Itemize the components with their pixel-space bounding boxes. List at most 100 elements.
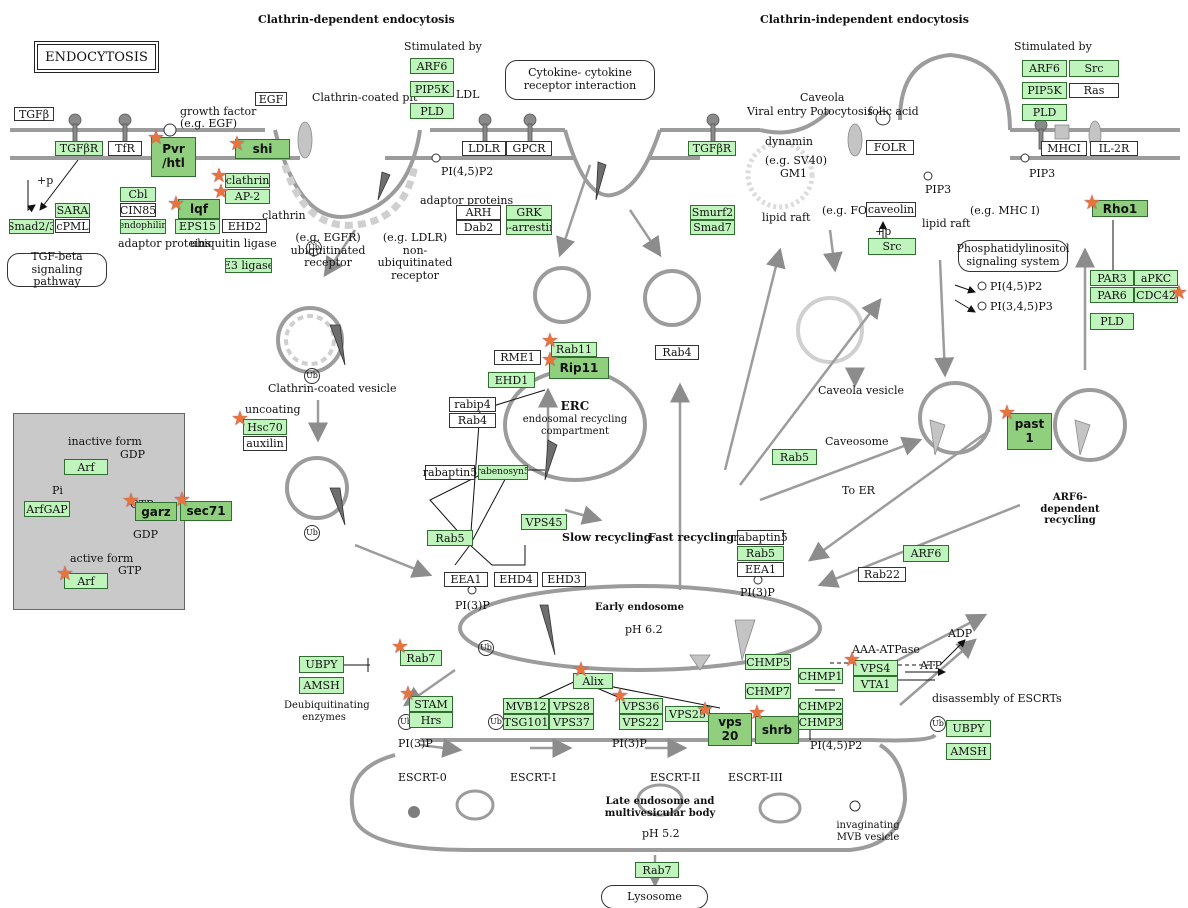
gene-shrb[interactable]: shrb — [755, 716, 799, 744]
gene-rabaptin5-left[interactable]: rabaptin5 — [422, 465, 478, 480]
gene-rabenosyn5[interactable]: rabenosyn5 — [478, 465, 528, 480]
gene-arfgap[interactable]: ArfGAP — [24, 501, 70, 517]
gene-ehd4[interactable]: EHD4 — [494, 572, 538, 587]
gene-endophilin[interactable]: endophilin — [120, 219, 166, 234]
gene-rab5-right[interactable]: Rab5 — [737, 546, 784, 561]
gene-vps45[interactable]: VPS45 — [521, 514, 567, 530]
gene-rab7-top[interactable]: Rab7 — [400, 650, 442, 666]
gene-vps20[interactable]: vps 20 — [708, 713, 752, 746]
gene-rab11[interactable]: Rab11 — [551, 342, 597, 357]
gene-rab5-mid[interactable]: Rab5 — [772, 449, 817, 465]
gene-rab22[interactable]: Rab22 — [858, 567, 906, 582]
gene-cdc42[interactable]: CDC42 — [1134, 287, 1178, 303]
gene-smurf2[interactable]: Smurf2 — [690, 205, 735, 220]
gene-arf6-lower[interactable]: ARF6 — [903, 545, 949, 562]
gene-chmp2[interactable]: CHMP2 — [798, 698, 843, 714]
phosphatidylinositol-link[interactable]: Phosphatidylinositol signaling system — [956, 240, 1070, 272]
gene-tgfbr-right[interactable]: TGFβR — [688, 141, 736, 156]
gene-stam[interactable]: STAM — [409, 696, 453, 712]
gene-smad7[interactable]: Smad7 — [690, 220, 735, 235]
gene-eea1-left[interactable]: EEA1 — [444, 572, 488, 587]
gene-arf-top[interactable]: Arf — [64, 459, 108, 475]
gene-vps25[interactable]: VPS25 — [665, 706, 710, 722]
gene-rab4-top[interactable]: Rab4 — [655, 345, 699, 360]
gene-ldlr[interactable]: LDLR — [462, 141, 506, 156]
gene-auxilin[interactable]: auxilin — [243, 436, 287, 451]
gene-tfr[interactable]: TfR — [108, 141, 142, 156]
gene-tgfb[interactable]: TGFβ — [14, 107, 54, 121]
gene-ubpy-left[interactable]: UBPY — [299, 656, 344, 673]
gene-barrestin[interactable]: β-arrestin — [506, 220, 552, 235]
gene-cpml[interactable]: cPML — [55, 219, 90, 233]
gene-par3[interactable]: PAR3 — [1090, 270, 1134, 286]
gene-pld-par[interactable]: PLD — [1090, 313, 1134, 330]
gene-chmp7[interactable]: CHMP7 — [745, 683, 791, 699]
lysosome-link[interactable]: Lysosome — [601, 885, 708, 908]
gene-e3-ligase[interactable]: E3 ligase — [225, 258, 272, 273]
gene-src-right[interactable]: Src — [1069, 60, 1119, 77]
gene-hrs[interactable]: Hrs — [409, 712, 453, 728]
gene-rip11[interactable]: Rip11 — [549, 357, 609, 379]
gene-sara[interactable]: SARA — [55, 203, 90, 218]
gene-pld-right[interactable]: PLD — [1022, 104, 1067, 121]
gene-il2r[interactable]: IL-2R — [1090, 141, 1138, 156]
gene-vps4[interactable]: VPS4 — [853, 660, 898, 676]
gene-ehd2[interactable]: EHD2 — [222, 219, 267, 233]
gene-alix[interactable]: Alix — [573, 673, 613, 689]
gene-past1[interactable]: past 1 — [1007, 413, 1052, 450]
gene-rab7-bottom[interactable]: Rab7 — [635, 862, 679, 878]
gene-clathrin[interactable]: clathrin — [225, 173, 270, 188]
gene-chmp3[interactable]: CHMP3 — [798, 714, 843, 730]
gene-garz[interactable]: garz — [135, 502, 177, 521]
gene-sec71[interactable]: sec71 — [180, 501, 232, 521]
gene-pip5k-left[interactable]: PIP5K — [410, 81, 454, 97]
gene-eps15[interactable]: EPS15 — [175, 219, 220, 234]
gene-rab4-mid[interactable]: Rab4 — [449, 413, 496, 428]
gene-ap2[interactable]: AP-2 — [225, 189, 270, 204]
gene-grk[interactable]: GRK — [506, 205, 552, 220]
gene-vps36[interactable]: VPS36 — [619, 698, 663, 714]
gene-chmp5[interactable]: CHMP5 — [745, 654, 791, 670]
gene-rabaptin5-right[interactable]: rabaptin5 — [733, 530, 788, 545]
gene-pip5k-right[interactable]: PIP5K — [1022, 82, 1067, 99]
gene-ras[interactable]: Ras — [1069, 83, 1119, 98]
gene-mvb12[interactable]: MVB12 — [503, 698, 549, 714]
gene-par6[interactable]: PAR6 — [1090, 287, 1134, 303]
gene-pld-left[interactable]: PLD — [410, 103, 454, 119]
gene-vta1[interactable]: VTA1 — [853, 676, 898, 692]
gene-apkc[interactable]: aPKC — [1134, 270, 1178, 286]
gene-ehd3[interactable]: EHD3 — [542, 572, 586, 587]
gene-tsg101[interactable]: TSG101 — [503, 714, 549, 730]
gene-dab2[interactable]: Dab2 — [456, 220, 501, 235]
gene-caveolin[interactable]: caveolin — [866, 202, 916, 217]
gene-lqf[interactable]: lqf — [178, 199, 220, 219]
gene-arf-bottom[interactable]: Arf — [64, 573, 108, 589]
gene-eea1-right[interactable]: EEA1 — [737, 562, 784, 577]
gene-amsh-left[interactable]: AMSH — [299, 677, 344, 694]
gene-arf6-right[interactable]: ARF6 — [1022, 60, 1067, 77]
gene-ubpy-right[interactable]: UBPY — [946, 720, 991, 737]
gene-folr[interactable]: FOLR — [866, 140, 914, 155]
gene-hsc70[interactable]: Hsc70 — [243, 419, 287, 435]
gene-ehd1[interactable]: EHD1 — [488, 372, 535, 388]
gene-smad23[interactable]: Smad2/3 — [9, 219, 54, 234]
gene-arf6-left[interactable]: ARF6 — [410, 58, 454, 74]
gene-vps28[interactable]: VPS28 — [549, 698, 594, 714]
gene-rabip4[interactable]: rabip4 — [449, 397, 496, 412]
gene-mhci[interactable]: MHCI — [1041, 141, 1087, 156]
gene-gpcr[interactable]: GPCR — [506, 141, 552, 156]
tgfb-pathway-link[interactable]: TGF-beta signaling pathway — [7, 250, 107, 288]
gene-shi[interactable]: shi — [235, 139, 290, 159]
gene-amsh-right[interactable]: AMSH — [946, 743, 991, 760]
gene-rab5-left[interactable]: Rab5 — [427, 530, 473, 546]
cytokine-receptor-link[interactable]: Cytokine- cytokine receptor interaction — [505, 60, 655, 100]
gene-vps37[interactable]: VPS37 — [549, 714, 594, 730]
gene-pvr-htl[interactable]: Pvr /htl — [151, 137, 196, 177]
gene-rho1[interactable]: Rho1 — [1092, 200, 1148, 217]
gene-cin85[interactable]: CIN85 — [119, 203, 157, 217]
gene-rme1[interactable]: RME1 — [494, 350, 541, 365]
gene-cbl[interactable]: Cbl — [120, 187, 156, 202]
gene-chmp1[interactable]: CHMP1 — [798, 668, 843, 684]
gene-tgfbr-left[interactable]: TGFβR — [55, 141, 103, 156]
gene-vps22[interactable]: VPS22 — [619, 714, 663, 730]
